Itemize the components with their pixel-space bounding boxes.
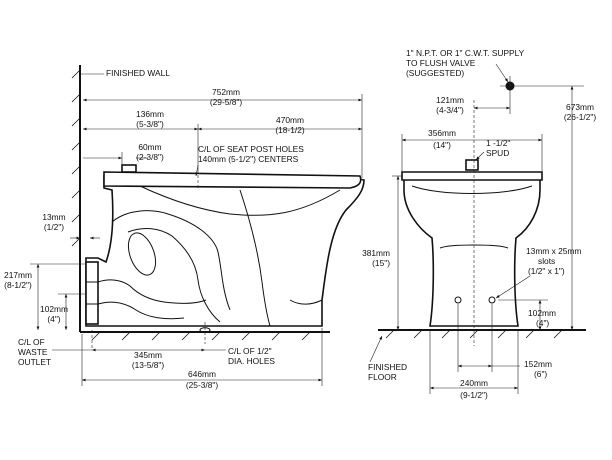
- bowl-front-mm: 470mm: [276, 115, 304, 125]
- base-width-in: (9-1/2"): [460, 390, 488, 400]
- rim-height-mm: 381mm: [362, 248, 390, 258]
- dia-holes-line1: C/L OF 1/2": [228, 346, 272, 356]
- width-mm: 356mm: [428, 128, 456, 138]
- slots-line2: slots: [538, 256, 555, 266]
- waste-outlet-line3: OUTLET: [18, 357, 51, 367]
- spud-connector: [465, 159, 479, 171]
- slots-line3: (1/2" x 1"): [528, 266, 565, 276]
- supply-note-line2: TO FLUSH VALVE: [406, 58, 476, 68]
- seat-post-mm: 60mm: [138, 142, 161, 152]
- right-slot: [488, 296, 496, 304]
- supply-note-line1: 1" N.P.T. OR 1" C.W.T. SUPPLY: [406, 48, 525, 58]
- overall-depth-in: (29-5/8"): [210, 97, 243, 107]
- spud-line1: 1 -1/2": [486, 138, 510, 148]
- left-slot: [454, 296, 462, 304]
- slot-height-in: (4"): [536, 318, 549, 328]
- slot-width-in: (6"): [534, 369, 547, 379]
- finished-floor-line1: FINISHED: [368, 362, 407, 372]
- base-length-in: (25-3/8"): [186, 380, 219, 390]
- front-floor-hatch: [385, 329, 563, 339]
- waste-outlet-line1: C/L OF: [18, 337, 45, 347]
- base-width-mm: 240mm: [460, 378, 488, 388]
- wall-gap-in: (1/2"): [44, 222, 64, 232]
- outlet-height-in: (8-1/2"): [4, 280, 32, 290]
- overall-depth-mm: 752mm: [212, 87, 240, 97]
- bolt-spacing-mm: 345mm: [134, 350, 162, 360]
- supply-note-line3: (SUGGESTED): [406, 68, 464, 78]
- dia-holes-line2: DIA. HOLES: [228, 356, 275, 366]
- width-in: (14"): [433, 140, 451, 150]
- wall-gap-mm: 13mm: [42, 212, 65, 222]
- waste-height-in: (4"): [47, 314, 60, 324]
- toilet-front-body: [401, 100, 543, 346]
- supply-height-mm: 673mm: [566, 102, 594, 112]
- side-floor-hatch: [91, 331, 311, 341]
- slot-height-mm: 102mm: [528, 308, 556, 318]
- rim-height-in: (15"): [372, 258, 390, 268]
- outlet-height-mm: 217mm: [4, 270, 32, 280]
- bowl-front-in: (18-1/2): [275, 125, 305, 135]
- wall-hatch: [71, 69, 81, 247]
- seat-offset-in: (5-3/8"): [136, 119, 164, 129]
- waste-height-mm: 102mm: [40, 304, 68, 314]
- side-view: 752mm (29-5/8") 136mm (5-3/8") 470mm (18…: [4, 65, 365, 390]
- base-length-mm: 646mm: [188, 369, 216, 379]
- finished-floor-line2: FLOOR: [368, 372, 397, 382]
- seat-post-in: (2-3/8"): [136, 152, 164, 162]
- seat-outline: [103, 171, 362, 189]
- slot-width-mm: 152mm: [524, 359, 552, 369]
- bolt-spacing-in: (13-5/8"): [132, 360, 165, 370]
- supply-offset-in: (4-3/4"): [436, 105, 464, 115]
- seat-offset-mm: 136mm: [136, 109, 164, 119]
- waste-outlet-line2: WASTE: [18, 347, 48, 357]
- finished-wall-label: FINISHED WALL: [106, 68, 170, 78]
- seat-post-note-line2: 140mm (5-1/2") CENTERS: [198, 154, 299, 164]
- supply-height-in: (26-1/2"): [564, 112, 597, 122]
- supply-offset-mm: 121mm: [436, 95, 464, 105]
- seat-post-note-line1: C/L OF SEAT POST HOLES: [198, 144, 304, 154]
- spud-line2: SPUD: [486, 148, 509, 158]
- front-seat: [401, 171, 543, 181]
- seat-post: [121, 164, 137, 173]
- slots-line1: 13mm x 25mm: [526, 246, 581, 256]
- toilet-side-body: [85, 164, 365, 344]
- front-view: 1" N.P.T. OR 1" C.W.T. SUPPLY TO FLUSH V…: [362, 48, 596, 400]
